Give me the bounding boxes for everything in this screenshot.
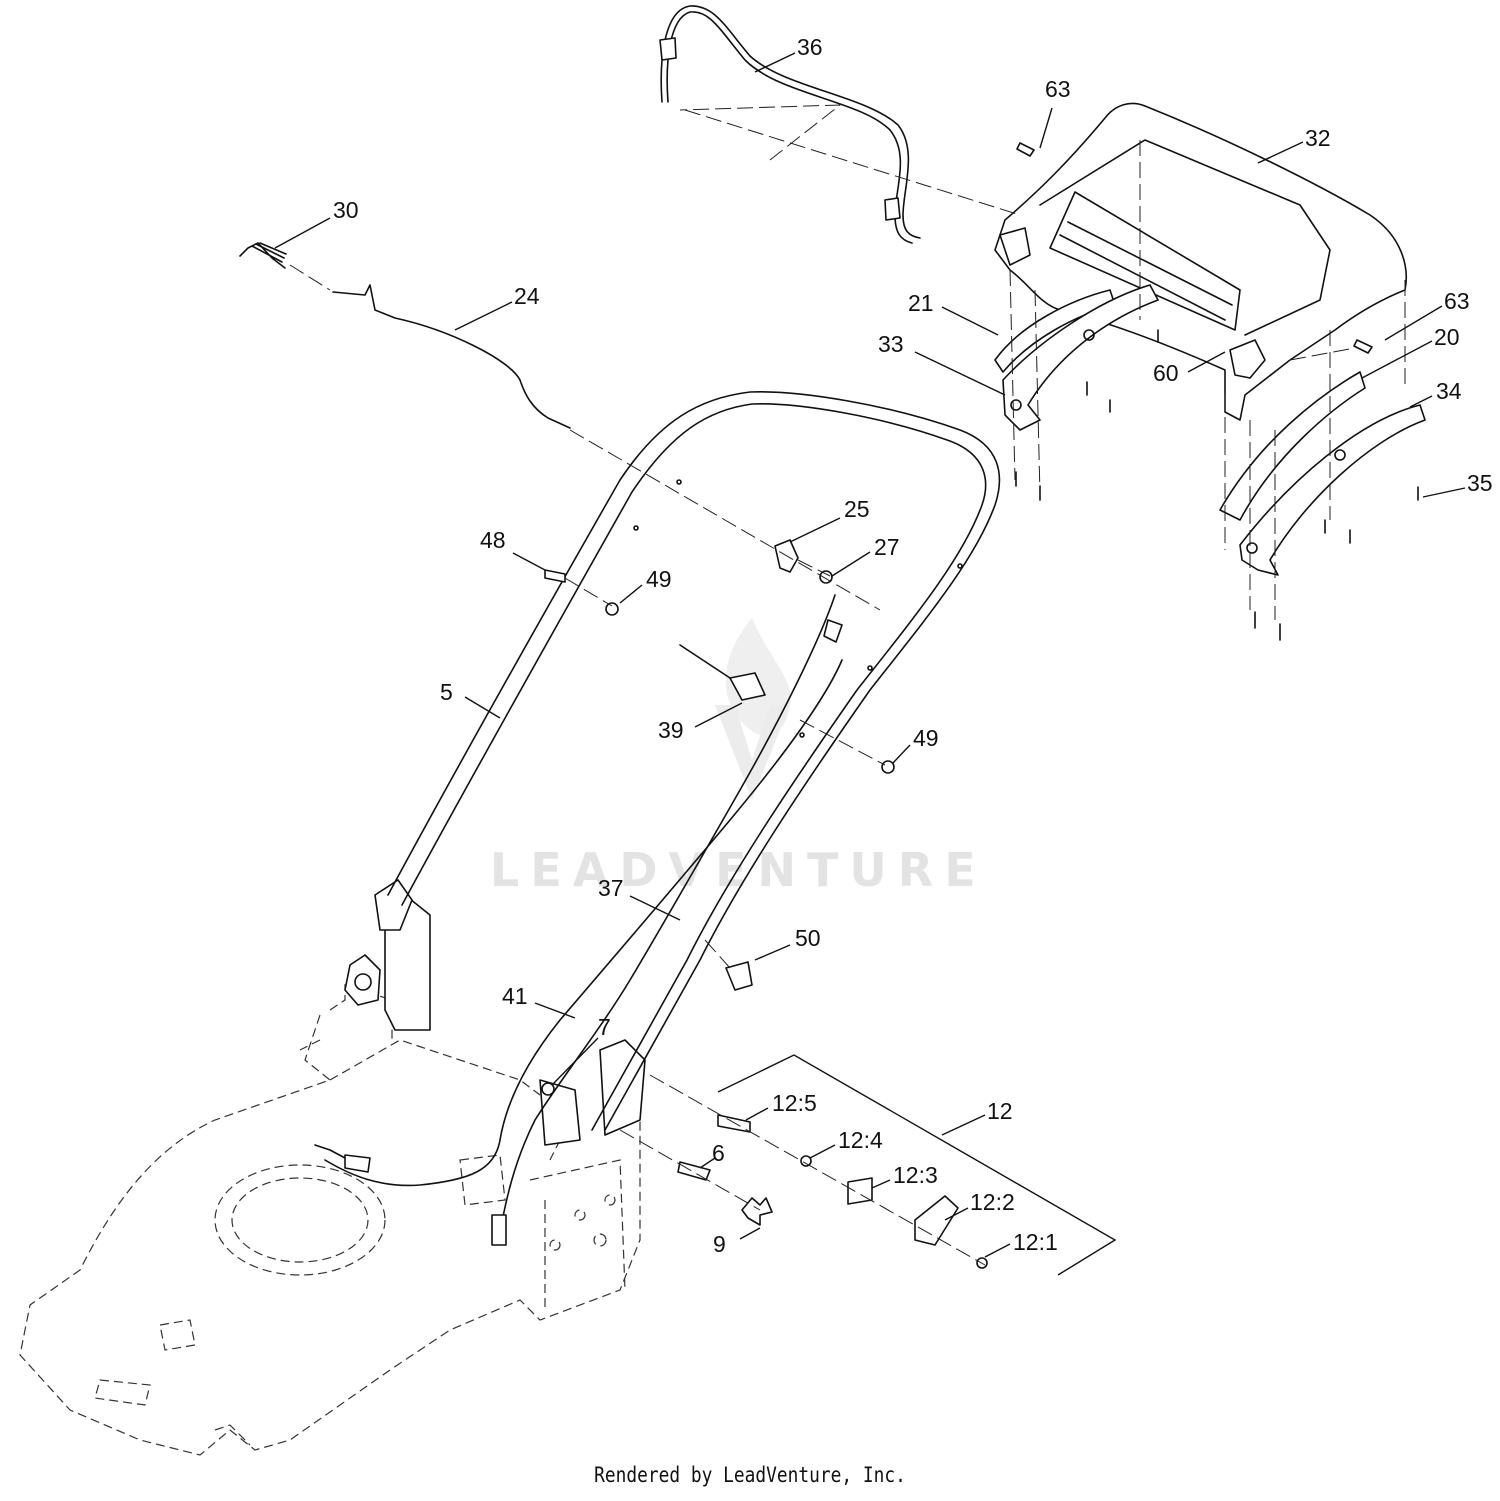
callout-12-2: 12:2 [970,1189,1015,1215]
callout-25: 25 [844,496,870,522]
callout-48: 48 [480,527,506,553]
callout-5: 5 [440,679,453,705]
callout-12-4: 12:4 [838,1127,883,1153]
callout-39: 39 [658,717,684,743]
callout-49-lower: 49 [913,725,939,751]
callout-27: 27 [874,534,900,560]
callout-36: 36 [797,34,823,60]
handle-clamp-right [1219,371,1426,576]
rod-and-spring [239,242,571,429]
callout-12: 12 [987,1098,1013,1124]
assembly-centerlines [289,104,1406,1266]
watermark-text: LEADVENTURE [490,843,987,897]
callout-60: 60 [1153,360,1179,386]
callout-41: 41 [502,983,528,1009]
leader-lines [274,52,1466,1258]
callout-6: 6 [712,1140,725,1166]
callout-33: 33 [878,331,904,357]
lower-handle [387,391,1001,1131]
callout-labels: 36 63 32 30 24 21 33 60 63 20 34 35 25 4… [333,34,1493,1257]
handle-brackets [344,879,646,1146]
callout-50: 50 [795,925,821,951]
callout-9: 9 [713,1231,726,1257]
callout-30: 30 [333,197,359,223]
callout-24: 24 [514,283,540,309]
callout-12-1: 12:1 [1013,1229,1058,1255]
callout-21: 21 [908,290,934,316]
cables [314,594,843,1246]
callout-12-3: 12:3 [893,1162,938,1188]
kit-12-bracket [717,1054,1117,1276]
hardware [541,142,1419,1269]
callout-12-5: 12:5 [772,1090,817,1116]
callout-34: 34 [1436,378,1462,404]
callout-7: 7 [598,1014,611,1040]
mower-deck [19,984,641,1456]
callout-20: 20 [1434,324,1460,350]
bail-bar [659,5,921,244]
callout-49-upper: 49 [646,566,672,592]
footer-credit: Rendered by LeadVenture, Inc. [594,1463,906,1487]
watermark: LEADVENTURE [490,618,987,897]
upper-handle [994,102,1407,421]
callout-32: 32 [1305,125,1331,151]
callout-35: 35 [1467,470,1493,496]
callout-37: 37 [598,875,624,901]
callout-63-top: 63 [1045,76,1071,102]
handle-clamp-left [994,284,1159,431]
callout-63-right: 63 [1444,288,1470,314]
